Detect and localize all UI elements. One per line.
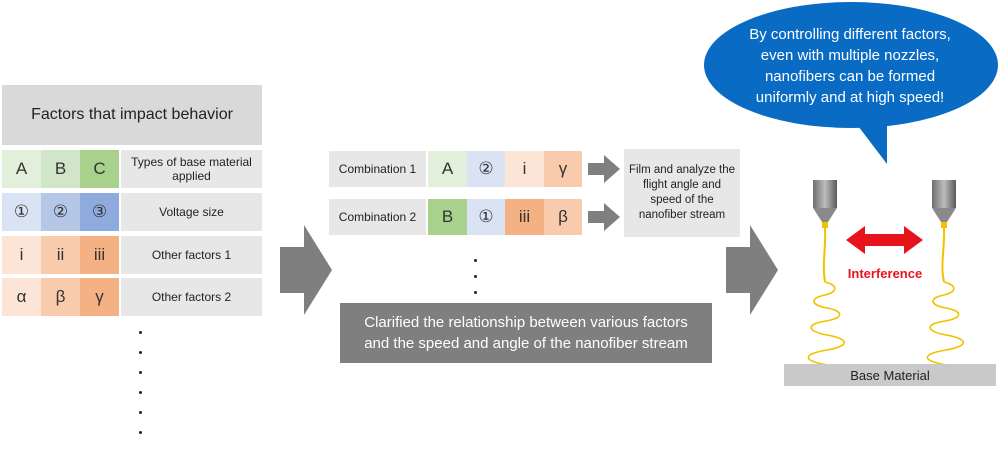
factor-cell-beta: β: [41, 278, 80, 316]
factor-cell-1: ①: [2, 193, 41, 231]
combination-2-cell-beta: β: [544, 199, 582, 235]
combination-2-cell-iii: iii: [505, 199, 544, 235]
factor-cell-3: ③: [80, 193, 119, 231]
analysis-text: Film and analyze the flight angle and sp…: [628, 164, 736, 221]
factor-label-other-2: Other factors 2: [121, 278, 262, 316]
combination-1-label: Combination 1: [329, 151, 426, 187]
factor-cell-b: B: [41, 150, 80, 188]
combination-1-cell-gamma: γ: [544, 151, 582, 187]
factor-cell-a: A: [2, 150, 41, 188]
factor-cell-iii: iii: [80, 236, 119, 274]
factor-label-voltage: Voltage size: [121, 193, 262, 231]
factor-cell-ii: ii: [41, 236, 80, 274]
factor-label-base-material: Types of base material applied: [121, 150, 262, 188]
bubble-text: By controlling different factors, even w…: [749, 26, 951, 106]
combination-2-arrow-icon: [588, 203, 620, 231]
combination-2-label: Combination 2: [329, 199, 426, 235]
nozzle-illustration: [807, 180, 965, 366]
interference-label: Interference: [847, 266, 923, 281]
factor-cell-c: C: [80, 150, 119, 188]
combination-2-cell-1: ①: [467, 199, 505, 235]
flow-arrow-icon: [280, 225, 332, 315]
factor-cell-gamma: γ: [80, 278, 119, 316]
base-material-label: Base Material: [850, 367, 930, 383]
factor-cell-alpha: α: [2, 278, 41, 316]
bubble-text-box: By controlling different factors, even w…: [742, 14, 958, 118]
factor-label-other-1: Other factors 1: [121, 236, 262, 274]
conclusion-text: Clarified the relationship between vario…: [364, 314, 688, 352]
combination-1-cell-i: i: [505, 151, 544, 187]
analysis-box: Film and analyze the flight angle and sp…: [624, 149, 740, 237]
factors-header: Factors that impact behavior: [2, 85, 262, 145]
factor-cell-i: i: [2, 236, 41, 274]
factors-header-text: Factors that impact behavior: [31, 106, 233, 123]
combination-2-cell-b: B: [428, 199, 467, 235]
result-arrow-icon: [726, 225, 778, 315]
conclusion-box: Clarified the relationship between vario…: [340, 303, 712, 363]
combination-1-cell-2: ②: [467, 151, 505, 187]
base-material-bar: Base Material: [784, 364, 996, 386]
combination-1-arrow-icon: [588, 155, 620, 183]
factor-cell-2: ②: [41, 193, 80, 231]
combination-1-cell-a: A: [428, 151, 467, 187]
speech-bubble: [704, 2, 998, 164]
